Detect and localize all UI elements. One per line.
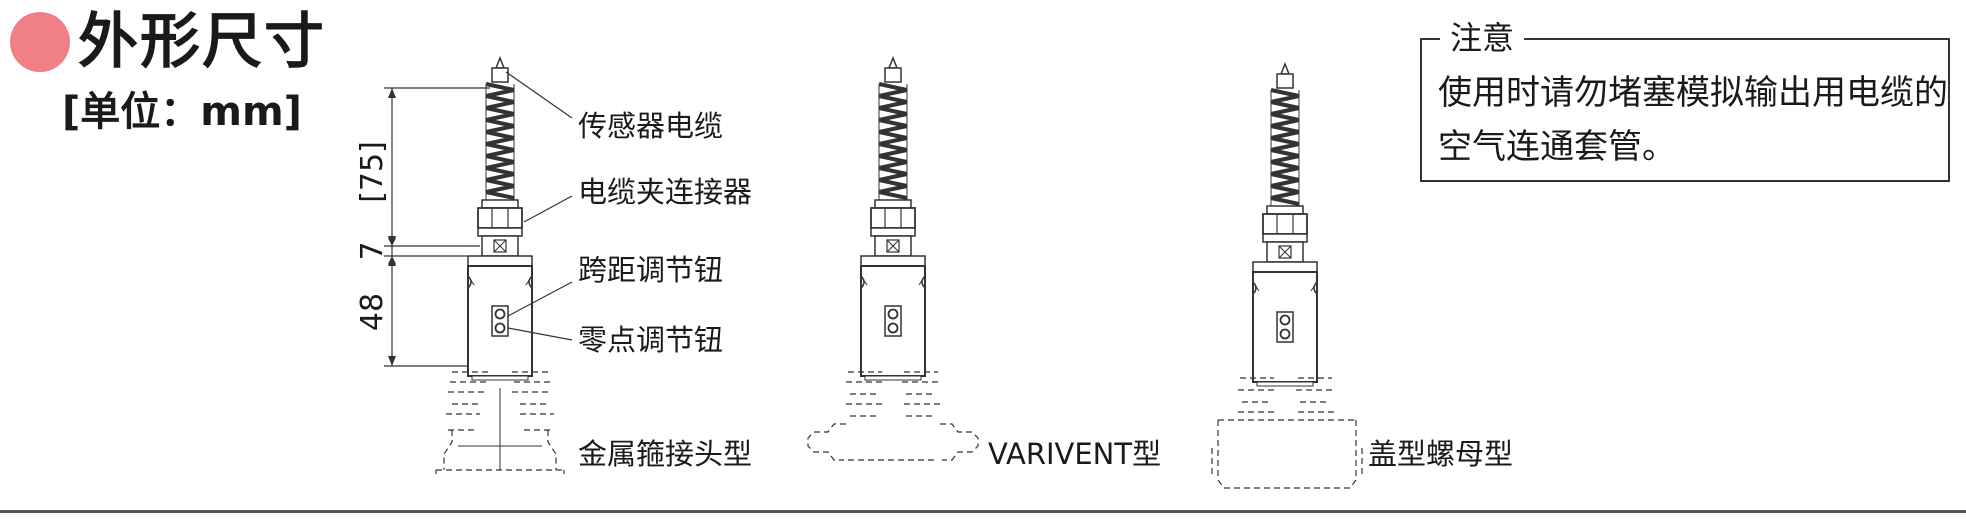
variant-label-cap-nut: 盖型螺母型 — [1368, 437, 1513, 471]
dimension-top: [75] — [355, 141, 390, 203]
dimension-bottom: 48 — [355, 293, 390, 331]
callout-sensor-cable: 传感器电缆 — [578, 109, 723, 143]
callout-zero-adjust-knob: 零点调节钮 — [578, 323, 723, 357]
sensor-unit-2 — [807, 56, 979, 461]
variant-label-ferrule: 金属箍接头型 — [578, 437, 752, 471]
section-title: 外形尺寸 — [78, 7, 326, 77]
note-title: 注意 — [1440, 18, 1525, 58]
bullet-dot-icon — [10, 12, 70, 72]
callout-cable-clamp-connector: 电缆夹连接器 — [578, 175, 752, 209]
unit-label: [单位：mm] — [62, 89, 302, 135]
dimension-middle: 7 — [355, 241, 390, 260]
variant-label-varivent: VARIVENT型 — [988, 437, 1161, 471]
note-box — [1420, 38, 1950, 182]
bottom-divider — [0, 510, 1966, 513]
note-text: 使用时请勿堵塞模拟输出用电缆的空气连通套管。 — [1438, 73, 1948, 167]
section-heading: 外形尺寸 — [10, 12, 326, 72]
sensor-unit-1: [75] 7 48 — [355, 56, 573, 474]
callout-span-adjust-knob: 跨距调节钮 — [578, 253, 723, 287]
sensor-unit-3 — [1211, 62, 1363, 489]
